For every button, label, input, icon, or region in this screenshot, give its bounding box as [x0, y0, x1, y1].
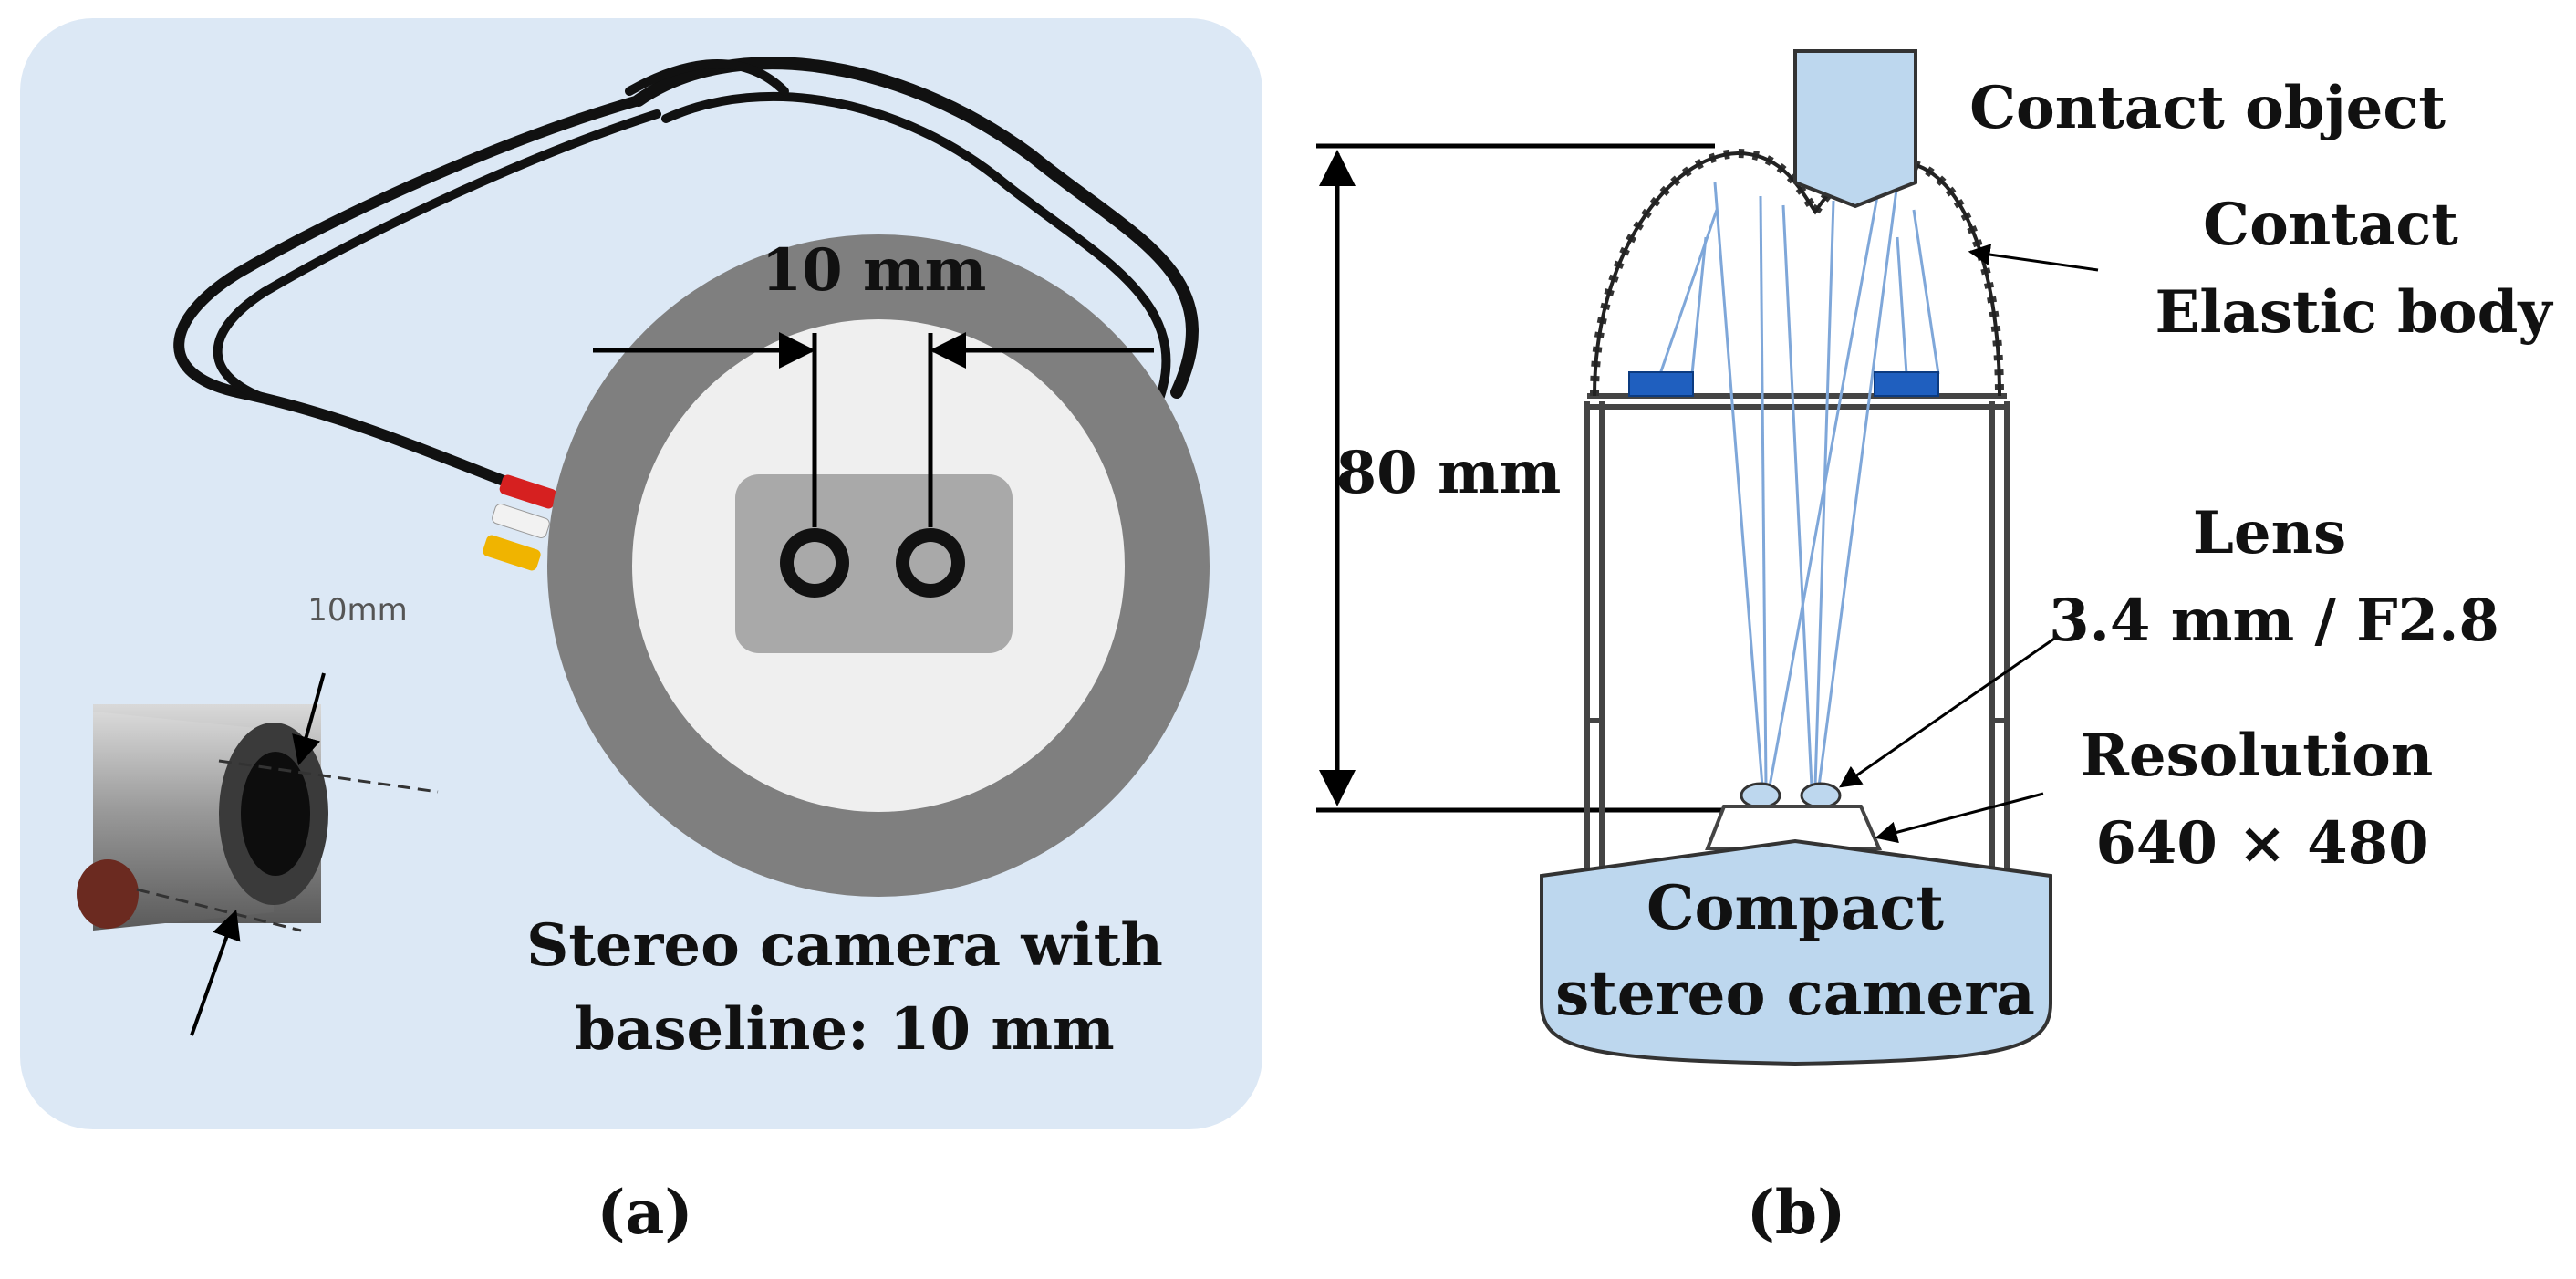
resolution-label-line2: 640 × 480 [2095, 809, 2428, 878]
compact-stereo-camera [1540, 838, 2052, 1066]
probe-photo [77, 672, 439, 1036]
contact-object [1793, 49, 1917, 209]
contact-object-label: Contact object [1969, 74, 2446, 142]
camera-label-line2: stereo camera [1555, 958, 2035, 1029]
panel-a-caption: (a) [597, 1177, 692, 1248]
camera-cable [173, 57, 1199, 489]
panel-b: 80 mm [1316, 49, 2553, 1248]
panel-a: 10 mm 10mm Stereo camera with baseline: … [20, 18, 1262, 1248]
lens-label-line2: 3.4 mm / F2.8 [2049, 587, 2499, 655]
light-rays [1658, 182, 1940, 787]
av-connectors [483, 474, 557, 571]
lens-module [735, 474, 1013, 653]
stereo-caption-line1: Stereo camera with [526, 911, 1163, 980]
lens-right [1800, 782, 1842, 809]
photo-size-label: 10mm [307, 592, 408, 629]
panel-b-caption: (b) [1747, 1177, 1846, 1248]
lens-label-line1: Lens [2193, 499, 2346, 567]
camera-face-diagram [547, 234, 1210, 897]
baseline-label: 10 mm [762, 236, 987, 305]
elastic-dome [1590, 148, 2004, 397]
elastic-label-line1: Contact [2203, 191, 2458, 259]
camera-label-line1: Compact [1646, 872, 1944, 943]
lens-left [1740, 782, 1781, 809]
marker-left [1628, 371, 1694, 397]
elastic-label-line2: Elastic body [2155, 278, 2553, 347]
marker-right [1874, 371, 1939, 397]
resolution-label-line1: Resolution [2081, 722, 2434, 790]
height-label: 80 mm [1336, 439, 1562, 507]
stereo-caption-line2: baseline: 10 mm [575, 995, 1115, 1064]
